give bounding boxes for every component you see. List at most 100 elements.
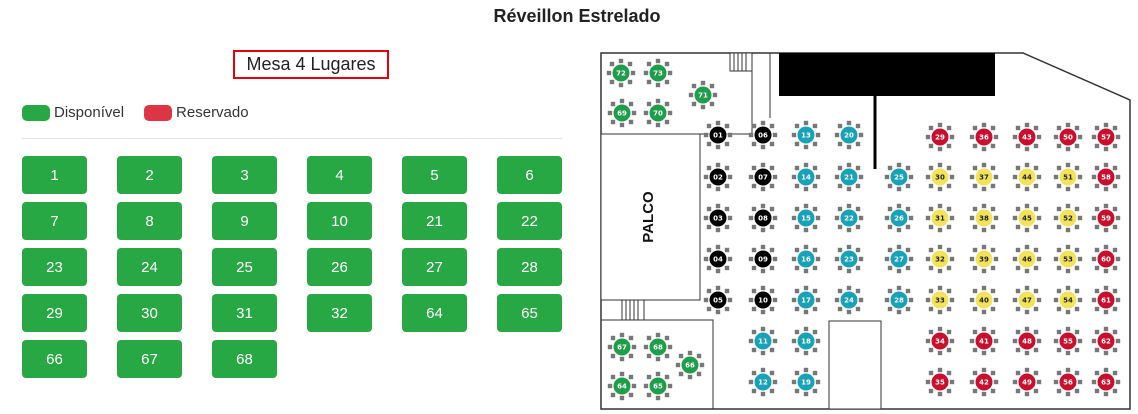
table-button-25[interactable]: 25 [212,248,277,286]
map-table-26[interactable]: 26 [884,203,914,233]
map-table-12[interactable]: 12 [748,367,778,397]
map-table-73[interactable]: 73 [643,58,673,88]
map-table-22[interactable]: 22 [834,203,864,233]
map-table-66[interactable]: 66 [675,350,705,380]
map-table-67[interactable]: 67 [607,332,637,362]
map-table-40[interactable]: 40 [969,285,999,315]
map-table-06[interactable]: 06 [748,120,778,150]
map-table-70[interactable]: 70 [643,98,673,128]
map-table-04[interactable]: 04 [703,244,733,274]
table-button-26[interactable]: 26 [307,248,372,286]
map-table-28[interactable]: 28 [884,285,914,315]
map-table-63[interactable]: 63 [1091,367,1121,397]
map-table-24[interactable]: 24 [834,285,864,315]
map-table-49[interactable]: 49 [1012,367,1042,397]
map-table-68[interactable]: 68 [643,332,673,362]
map-table-61[interactable]: 61 [1091,285,1121,315]
table-button-3[interactable]: 3 [212,156,277,194]
table-button-64[interactable]: 64 [402,294,467,332]
map-table-35[interactable]: 35 [925,367,955,397]
table-button-65[interactable]: 65 [497,294,562,332]
map-table-02[interactable]: 02 [703,162,733,192]
map-table-55[interactable]: 55 [1053,326,1083,356]
map-table-14[interactable]: 14 [791,162,821,192]
table-button-1[interactable]: 1 [22,156,87,194]
map-table-50[interactable]: 50 [1053,122,1083,152]
map-table-38[interactable]: 38 [969,203,999,233]
map-table-51[interactable]: 51 [1053,162,1083,192]
map-table-33[interactable]: 33 [925,285,955,315]
map-table-13[interactable]: 13 [791,120,821,150]
map-table-46[interactable]: 46 [1012,244,1042,274]
table-button-6[interactable]: 6 [497,156,562,194]
table-button-67[interactable]: 67 [117,340,182,378]
table-button-30[interactable]: 30 [117,294,182,332]
map-table-44[interactable]: 44 [1012,162,1042,192]
map-table-39[interactable]: 39 [969,244,999,274]
map-table-54[interactable]: 54 [1053,285,1083,315]
map-table-43[interactable]: 43 [1012,122,1042,152]
map-table-42[interactable]: 42 [969,367,999,397]
table-button-23[interactable]: 23 [22,248,87,286]
map-table-59[interactable]: 59 [1091,203,1121,233]
table-button-68[interactable]: 68 [212,340,277,378]
map-table-31[interactable]: 31 [925,203,955,233]
table-button-31[interactable]: 31 [212,294,277,332]
table-button-22[interactable]: 22 [497,202,562,240]
map-table-48[interactable]: 48 [1012,326,1042,356]
map-table-21[interactable]: 21 [834,162,864,192]
map-table-65[interactable]: 65 [643,371,673,401]
map-table-03[interactable]: 03 [703,203,733,233]
map-table-05[interactable]: 05 [703,285,733,315]
map-table-30[interactable]: 30 [925,162,955,192]
map-table-72[interactable]: 72 [606,58,636,88]
map-table-57[interactable]: 57 [1091,122,1121,152]
map-table-58[interactable]: 58 [1091,162,1121,192]
map-table-01[interactable]: 01 [703,120,733,150]
map-table-08[interactable]: 08 [748,203,778,233]
table-button-28[interactable]: 28 [497,248,562,286]
map-table-60[interactable]: 60 [1091,244,1121,274]
table-button-4[interactable]: 4 [307,156,372,194]
map-table-17[interactable]: 17 [791,285,821,315]
table-button-2[interactable]: 2 [117,156,182,194]
map-table-47[interactable]: 47 [1012,285,1042,315]
map-table-32[interactable]: 32 [925,244,955,274]
table-button-9[interactable]: 9 [212,202,277,240]
map-table-09[interactable]: 09 [748,244,778,274]
map-table-36[interactable]: 36 [969,122,999,152]
table-button-5[interactable]: 5 [402,156,467,194]
map-table-27[interactable]: 27 [884,244,914,274]
table-button-27[interactable]: 27 [402,248,467,286]
map-table-20[interactable]: 20 [834,120,864,150]
map-table-71[interactable]: 71 [688,80,718,110]
table-button-66[interactable]: 66 [22,340,87,378]
table-button-29[interactable]: 29 [22,294,87,332]
map-table-16[interactable]: 16 [791,244,821,274]
map-table-10[interactable]: 10 [748,285,778,315]
map-table-18[interactable]: 18 [791,326,821,356]
map-table-37[interactable]: 37 [969,162,999,192]
map-table-52[interactable]: 52 [1053,203,1083,233]
map-table-45[interactable]: 45 [1012,203,1042,233]
table-button-7[interactable]: 7 [22,202,87,240]
map-table-41[interactable]: 41 [969,326,999,356]
map-table-07[interactable]: 07 [748,162,778,192]
map-table-34[interactable]: 34 [925,326,955,356]
map-table-23[interactable]: 23 [834,244,864,274]
map-table-19[interactable]: 19 [791,367,821,397]
table-button-21[interactable]: 21 [402,202,467,240]
map-table-53[interactable]: 53 [1053,244,1083,274]
map-table-15[interactable]: 15 [791,203,821,233]
map-table-29[interactable]: 29 [925,122,955,152]
table-button-8[interactable]: 8 [117,202,182,240]
map-table-25[interactable]: 25 [884,162,914,192]
map-table-69[interactable]: 69 [607,98,637,128]
map-table-11[interactable]: 11 [748,326,778,356]
map-table-62[interactable]: 62 [1091,326,1121,356]
table-button-10[interactable]: 10 [307,202,372,240]
table-button-24[interactable]: 24 [117,248,182,286]
map-table-56[interactable]: 56 [1053,367,1083,397]
table-button-32[interactable]: 32 [307,294,372,332]
map-table-64[interactable]: 64 [607,371,637,401]
